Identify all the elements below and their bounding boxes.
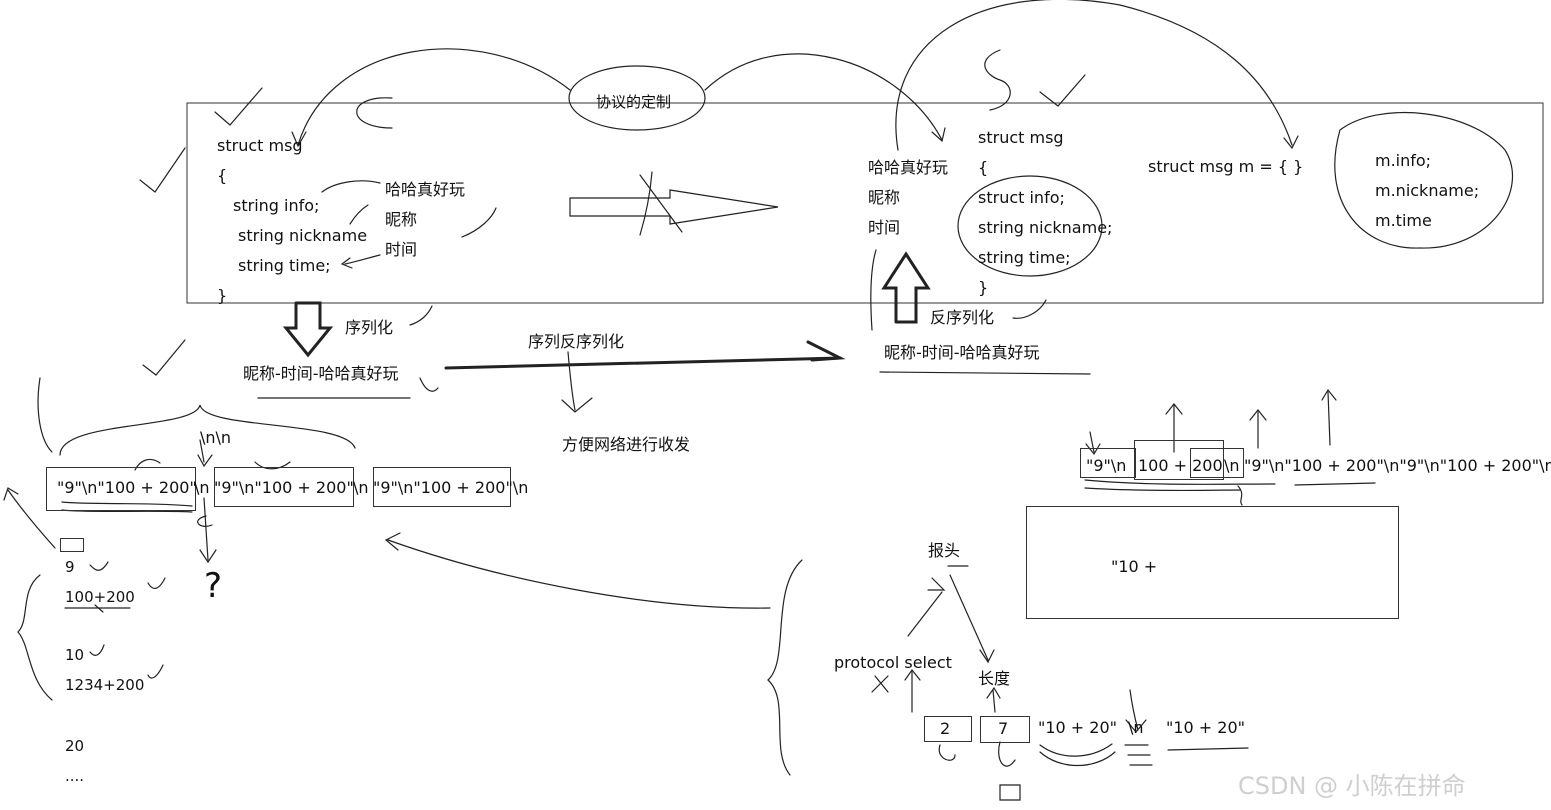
stream-left-box-3: [373, 467, 511, 507]
list-item-1234-200: 1234+200: [65, 676, 145, 694]
buffer-box: [1026, 506, 1399, 619]
stream-left-sep2: \n: [353, 478, 369, 497]
stream-left-box-1: [46, 467, 196, 511]
struct-right-line2: {: [978, 158, 989, 177]
stream-right-seg3: \n: [1224, 456, 1240, 475]
note-left-time: 时间: [385, 240, 418, 259]
list-item-100-200: 100+200: [65, 588, 135, 606]
stream-left-box-2: [214, 467, 354, 507]
length-label: 长度: [978, 669, 1011, 688]
member-nickname: m.nickname;: [1375, 181, 1480, 200]
header-cell-protocol: [924, 716, 972, 742]
watermark: CSDN @ 小陈在拼命: [1238, 772, 1466, 800]
struct-left-line2: {: [217, 166, 228, 185]
member-info: m.info;: [1375, 151, 1432, 170]
struct-left-line1: struct msg: [217, 136, 303, 155]
note-left-nickname: 昵称: [385, 210, 418, 229]
network-note: 方便网络进行收发: [562, 435, 691, 454]
stream-right-seg2: 100 + 200: [1138, 456, 1223, 475]
header-cell-length-value: 7: [998, 719, 1009, 738]
struct-left-line3: string info;: [233, 196, 320, 215]
serial-result-left: 昵称-时间-哈哈真好玩: [243, 364, 399, 383]
deserialize-label: 反序列化: [930, 308, 995, 327]
struct-left-line6: }: [217, 286, 228, 305]
list-item-9: 9: [65, 558, 75, 576]
protocol-select-label: protocol select: [834, 653, 952, 672]
header-label: 报头: [928, 541, 961, 560]
buffer-box-text: "10 +: [1111, 557, 1158, 576]
protocol-title: 协议的定制: [596, 93, 672, 111]
stream-left-seg3: "9"\n"100 + 200"\n: [373, 478, 529, 497]
struct-right-line6: }: [978, 278, 989, 297]
serial-result-right: 昵称-时间-哈哈真好玩: [884, 343, 1040, 362]
stream-right-box-1: [1080, 448, 1136, 478]
note-right-time: 时间: [868, 218, 901, 237]
double-newline-label: \n\n: [200, 428, 232, 447]
header-cell-protocol-value: 2: [940, 719, 951, 738]
list-item-10: 10: [65, 646, 85, 664]
struct-left-line5: string time;: [238, 256, 331, 275]
note-right-nickname: 昵称: [868, 188, 901, 207]
stream-right-box-3: [1190, 448, 1244, 478]
struct-right-line1: struct msg: [978, 128, 1064, 147]
note-left-info: 哈哈真好玩: [385, 180, 466, 199]
list-item-20: 20: [65, 737, 85, 755]
payload-separator: \n: [1128, 718, 1144, 737]
member-time: m.time: [1375, 211, 1432, 230]
struct-right-line3: struct info;: [978, 188, 1065, 207]
payload-text-2: "10 + 20": [1166, 718, 1246, 737]
list-item-ellipsis: ....: [65, 767, 85, 785]
struct-right-line5: string time;: [978, 248, 1071, 267]
stream-left-sep1: \n: [194, 478, 210, 497]
note-right-info: 哈哈真好玩: [868, 158, 949, 177]
header-cell-length: [980, 716, 1030, 743]
struct-init-text: struct msg m = { }: [1148, 157, 1304, 176]
serial-deserial-label: 序列反序列化: [528, 332, 625, 351]
question-mark: ?: [204, 566, 223, 606]
stream-right-rest: "9"\n"100 + 200"\n"9"\n"100 + 200"\n: [1244, 456, 1551, 475]
struct-right-line4: string nickname;: [978, 218, 1113, 237]
stream-right-box-2: [1134, 440, 1224, 480]
payload-text: "10 + 20": [1038, 718, 1118, 737]
serialize-label: 序列化: [345, 318, 394, 337]
stream-left-seg2: "9"\n"100 + 200": [214, 478, 354, 497]
struct-left-line4: string nickname: [238, 226, 368, 245]
stream-left-seg1: "9"\n"100 + 200": [57, 478, 197, 497]
stream-right-seg1: "9"\n: [1086, 456, 1127, 475]
small-marker-box: [60, 538, 84, 552]
